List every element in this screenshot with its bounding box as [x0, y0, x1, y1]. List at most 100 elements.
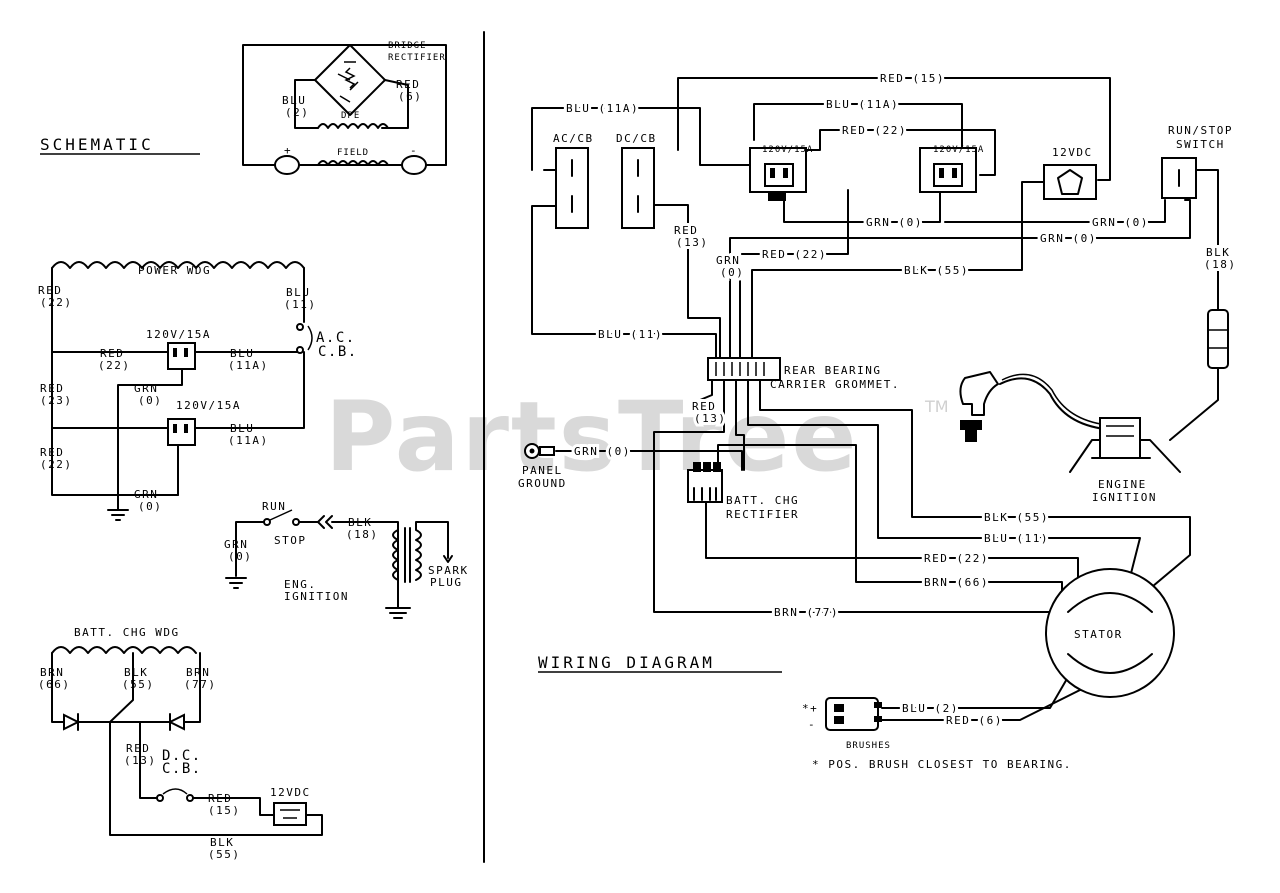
panel-ground-screw [529, 448, 535, 454]
diode-1 [63, 713, 81, 731]
rectifier-terminal-2 [703, 462, 711, 472]
dpe-label: DPE [341, 111, 360, 121]
outlet1-slot-2 [184, 348, 188, 357]
grn-0-vert-label-2: (0) [720, 266, 744, 279]
brn-66-wire [717, 444, 1063, 599]
red-22-mid-label-2: (22) [98, 359, 131, 372]
run-stop-contact-1 [263, 518, 271, 526]
spark-plug-boot [959, 371, 999, 416]
dpe-winding [317, 123, 389, 129]
spark-plug-lead-outline [1001, 373, 1108, 426]
red-13-b-label-2: (13) [694, 412, 727, 425]
panel-ground-wire [555, 450, 743, 471]
brn-77-label-2: (77) [184, 678, 217, 691]
red-15-wire [192, 797, 275, 816]
outlet1-rating: 120V/15A [146, 328, 211, 341]
batt-chg-wdg-label: BATT. CHG WDG [74, 626, 180, 639]
exciter-frame [242, 44, 447, 166]
rectifier-fins [693, 487, 717, 501]
grn-0-panel-label: GRN (0) [574, 445, 631, 458]
red-15-label: RED (15) [880, 72, 945, 85]
red-13-wire [639, 204, 721, 359]
red-22-top-label: RED (22) [842, 124, 907, 137]
red-13-label-1: RED [674, 224, 698, 237]
bridge-rectifier-label-1: BRIDGE [388, 41, 427, 51]
outlet1-rating-label: 120V/15A [762, 145, 813, 155]
power-winding [51, 261, 305, 269]
dc-cb-contact-1 [156, 794, 164, 802]
ground-symbol-3 [385, 607, 411, 619]
wiring-diagram-title: WIRING DIAGRAM [538, 653, 715, 672]
outlet2-face [933, 163, 963, 187]
spark-plug-label-1: SPARK [428, 564, 469, 577]
brush-negative [834, 716, 844, 724]
battery-charge-winding [51, 646, 197, 654]
brush-positive-mark: *+ [802, 702, 818, 715]
battery-charge-circuit: BATT. CHG WDG BRN (66) BLK (55) BRN (77)… [38, 626, 323, 861]
stator-lower-arc [1067, 653, 1153, 674]
grommet-passages [715, 362, 765, 376]
ac-cb-arc [307, 325, 313, 351]
red-15-label-1: RED [208, 792, 232, 805]
outlet1-slot-1 [173, 348, 177, 357]
outlet2-rating: 120V/15A [176, 399, 241, 412]
dc-cb-terminals [621, 149, 639, 213]
outlet2-symbol [167, 418, 196, 446]
bridge-diodes [337, 61, 359, 103]
wiring-labels: RED (15) BLU (11A) BLU (11A) RED (22) RE… [518, 69, 1238, 771]
brn-66-label-1: BRN [40, 666, 64, 679]
red-22-label-2: (22) [40, 296, 73, 309]
outlet1-slot-b [783, 168, 788, 178]
ac-cb-label-2: C.B. [318, 344, 358, 360]
brush-negative-mark: - [808, 718, 816, 731]
grn-0-c-label-1: GRN [224, 538, 248, 551]
brn-77-label-1: BRN [186, 666, 210, 679]
run-label: RUN [262, 500, 286, 513]
blu-11a-2-label: BLU (11A) [826, 98, 899, 111]
stator-symbol [1045, 568, 1175, 698]
grn-0-c-label: GRN (0) [1040, 232, 1097, 245]
red-13-grommet-wire [735, 379, 745, 471]
red-6-label-1: RED [396, 78, 420, 91]
grn-0-a-label-2: (0) [138, 394, 162, 407]
blu-11-label-2: (11) [284, 298, 317, 311]
field-minus-label: - [410, 144, 418, 157]
grn-0-a-label: GRN (0) [866, 216, 923, 229]
ignition-circuit: RUN STOP BLK (18) GRN (0) SPARK PLUG ENG… [224, 500, 469, 619]
stator-label: STATOR [1074, 628, 1123, 641]
ground-symbol-2 [225, 577, 247, 589]
components: AC/CB DC/CB 120V/15A 120V/15A 12VDC RUN/… [524, 124, 1231, 751]
red-6-label: RED (6) [946, 714, 1003, 727]
brush-positive [834, 704, 844, 712]
ground-symbol-1 [107, 509, 129, 521]
grn-0-main-wire [729, 199, 1191, 359]
brn-77-label: BRN (77) [774, 606, 839, 619]
grn-0-b-label-1: GRN [134, 488, 158, 501]
grommet-exit-1 [699, 379, 713, 406]
grn-0-a-label-1: GRN [134, 382, 158, 395]
dc-outlet-detail [280, 809, 300, 819]
blk-18-lower-wire [1169, 367, 1219, 441]
red-13-label-2: (13) [124, 754, 157, 767]
ac-cb-label-1: A.C. [316, 330, 356, 346]
blk-18-label-2: (18) [1204, 258, 1237, 271]
diode-2 [167, 713, 185, 731]
dc-outlet-symbol [273, 802, 307, 826]
eng-ignition-label-1: ENG. [284, 578, 317, 591]
left-bus-wire [51, 267, 179, 496]
charge-loop-wire [51, 652, 201, 723]
red-22-b-label-2: (22) [40, 458, 73, 471]
red-15-label-2: (15) [208, 804, 241, 817]
dc-12v-label: 12VDC [1052, 146, 1093, 159]
field-plus-label: + [284, 144, 292, 157]
dc-outlet-rating: 12VDC [270, 786, 311, 799]
ignition-primary-coil [392, 529, 399, 581]
ignition-secondary-coil [415, 521, 449, 581]
grn-0-b-label-2: (0) [138, 500, 162, 513]
bridge-rectifier-label-2: RECTIFIER [388, 53, 446, 63]
batt-chg-rect-label-1: BATT. CHG [726, 494, 799, 507]
outlet1-face [764, 163, 794, 187]
outlet1-ground-wire [117, 368, 183, 511]
